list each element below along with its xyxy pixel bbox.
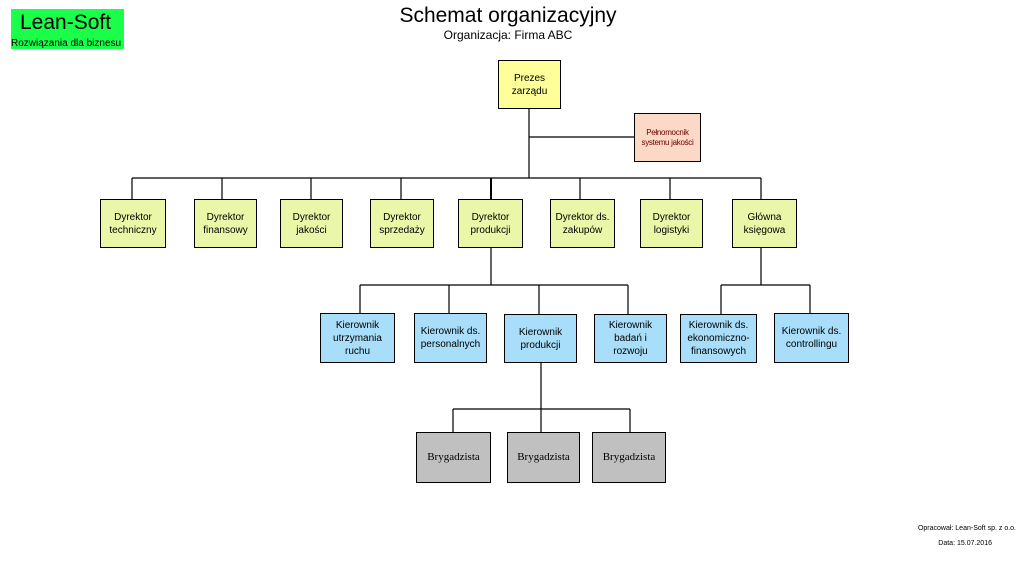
box-label: Dyrektor logistyki (652, 211, 691, 236)
org-box-director[interactable]: Dyrektor jakości (280, 199, 343, 248)
org-box-director[interactable]: Dyrektor ds. zakupów (550, 199, 615, 248)
org-box-quality-representative[interactable]: Pełnomocnik systemu jakości (634, 113, 701, 162)
org-box-foreman[interactable]: Brygadzista (592, 432, 666, 483)
org-box-president[interactable]: Prezes zarządu (498, 60, 561, 109)
box-label: Brygadzista (602, 451, 656, 463)
box-label: Kierownik produkcji (518, 326, 563, 351)
box-label: Kierownik ds. personalnych (420, 326, 481, 350)
box-label: Dyrektor jakości (292, 211, 331, 236)
org-box-director[interactable]: Dyrektor finansowy (194, 199, 257, 248)
footer-date: Data: 15.07.2016 (938, 540, 992, 547)
org-box-director[interactable]: Dyrektor sprzedaży (370, 199, 434, 248)
logo-tagline: Rozwiązania dla biznesu (11, 38, 122, 49)
box-label: Kierownik utrzymania ruchu (333, 319, 382, 357)
org-box-manager[interactable]: Kierownik produkcji (504, 314, 577, 363)
box-label: Brygadzista (427, 451, 480, 463)
org-box-foreman[interactable]: Brygadzista (507, 432, 580, 483)
box-label: Brygadzista (517, 451, 570, 463)
box-label: Dyrektor finansowy (203, 211, 248, 236)
box-label: Dyrektor produkcji (470, 211, 511, 236)
box-label: Główna księgowa (743, 211, 786, 236)
page-title: Schemat organizacyjny (399, 4, 617, 27)
box-label: Pełnomocnik systemu jakości (641, 127, 694, 147)
org-box-manager[interactable]: Kierownik ds. controllingu (774, 313, 849, 363)
org-box-director[interactable]: Dyrektor logistyki (640, 199, 703, 248)
logo-name: Lean-Soft (20, 11, 112, 34)
org-box-director[interactable]: Dyrektor techniczny (100, 199, 166, 248)
org-box-manager[interactable]: Kierownik ds. ekonomiczno-finansowych (680, 314, 757, 363)
box-label: Dyrektor techniczny (109, 211, 157, 236)
box-label: Kierownik ds. controllingu (781, 326, 842, 350)
org-box-manager[interactable]: Kierownik badań i rozwoju (594, 314, 667, 363)
org-box-manager[interactable]: Kierownik ds. personalnych (414, 313, 487, 363)
box-label: Dyrektor sprzedaży (379, 211, 425, 236)
org-box-foreman[interactable]: Brygadzista (416, 432, 491, 483)
footer-author: Opracował: Lean-Soft sp. z o.o. (917, 525, 1016, 532)
box-label: Prezes zarządu (511, 72, 548, 97)
box-label: Dyrektor ds. zakupów (555, 211, 610, 236)
company-logo: Lean-Soft Rozwiązania dla biznesu (11, 9, 124, 49)
org-box-manager[interactable]: Kierownik utrzymania ruchu (320, 313, 395, 363)
org-box-director[interactable]: Główna księgowa (732, 199, 797, 248)
org-box-director[interactable]: Dyrektor produkcji (458, 199, 523, 248)
page-subtitle: Organizacja: Firma ABC (443, 28, 573, 42)
box-label: Kierownik ds. ekonomiczno-finansowych (687, 320, 750, 357)
box-label: Kierownik badań i rozwoju (608, 320, 653, 357)
